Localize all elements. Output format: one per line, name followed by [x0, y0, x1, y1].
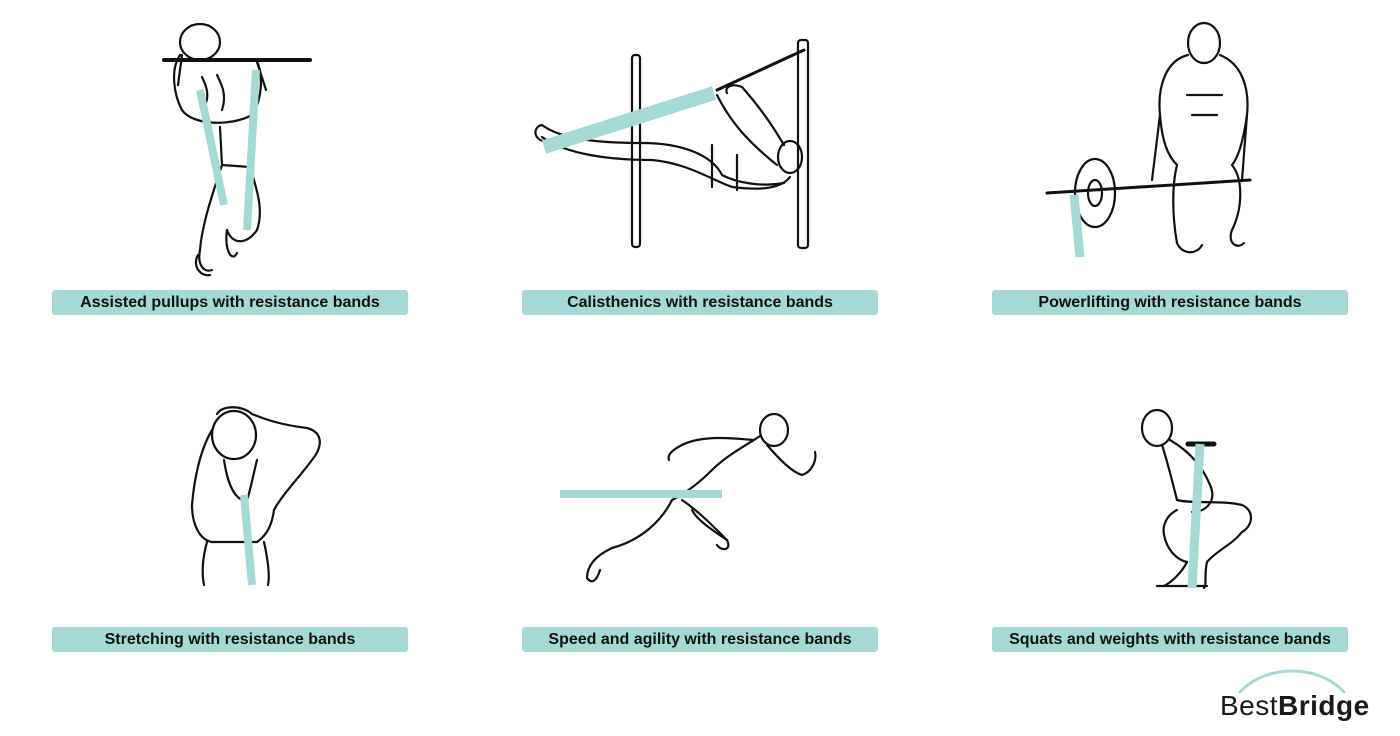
bestbridge-logo: BestBridge [1214, 668, 1374, 728]
exercise-caption: Stretching with resistance bands [52, 627, 408, 652]
deadlift-illustration [992, 15, 1348, 280]
stretch-illustration [52, 400, 408, 595]
pullup-illustration [52, 15, 408, 280]
exercise-caption: Assisted pullups with resistance bands [52, 290, 408, 315]
exercise-caption: Powerlifting with resistance bands [992, 290, 1348, 315]
logo-wordmark: BestBridge [1220, 690, 1370, 722]
exercise-caption: Calisthenics with resistance bands [522, 290, 878, 315]
logo-text-bridge: Bridge [1278, 690, 1370, 721]
squat-illustration [992, 400, 1348, 595]
front-lever-illustration [522, 15, 878, 280]
logo-text-best: Best [1220, 690, 1279, 721]
bridge-arc-icon [1238, 669, 1346, 694]
exercise-caption: Speed and agility with resistance bands [522, 627, 878, 652]
exercise-caption: Squats and weights with resistance bands [992, 627, 1348, 652]
sprint-illustration [522, 400, 878, 595]
